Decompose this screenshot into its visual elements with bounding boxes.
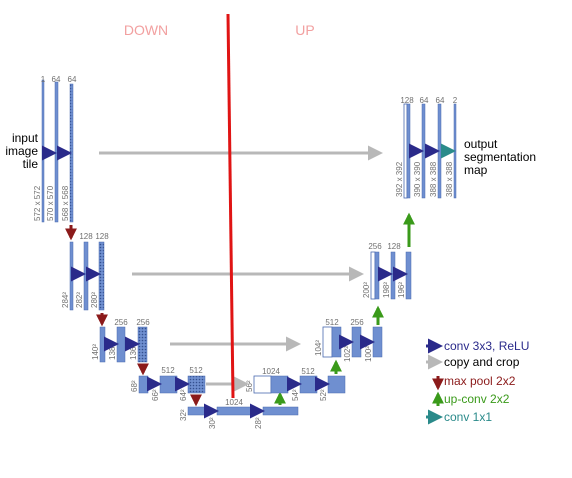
layer-copy1 xyxy=(403,103,408,199)
ch-512a: 512 xyxy=(161,366,175,375)
dim-568: 568 x 568 xyxy=(61,185,70,221)
input-line-1: input xyxy=(12,131,39,145)
heading-up: UP xyxy=(295,22,314,38)
layer-conv1a xyxy=(54,81,59,223)
ch-o64b: 64 xyxy=(436,96,445,105)
dim-572: 572 x 572 xyxy=(33,185,42,221)
dim-136: 136² xyxy=(129,344,138,360)
layer-conv5b xyxy=(262,406,299,416)
layer-conv6b xyxy=(327,375,346,394)
dim-100: 100² xyxy=(364,346,373,362)
dim-392: 392 x 392 xyxy=(395,161,404,197)
layer-conv4a xyxy=(159,375,178,394)
layer-conv9a xyxy=(421,103,426,199)
layer-conv4b xyxy=(187,375,206,394)
dim-570: 570 x 570 xyxy=(46,185,55,221)
ch-u256b: 256 xyxy=(368,242,382,251)
input-label: input image tile xyxy=(5,131,38,171)
ch-o128: 128 xyxy=(400,96,414,105)
dim-388a: 388 x 388 xyxy=(429,161,438,197)
dim-390: 390 x 390 xyxy=(413,161,422,197)
dim-200: 200² xyxy=(362,282,371,298)
layer-copy2 xyxy=(370,251,376,300)
layer-conv2a xyxy=(83,241,89,311)
layer-input xyxy=(41,79,45,223)
ch-1024a: 1024 xyxy=(225,398,243,407)
dim-284: 284² xyxy=(61,292,70,308)
legend-maxpool: max pool 2x2 xyxy=(444,374,516,388)
layer-conv7b xyxy=(372,326,383,358)
dim-56: 56² xyxy=(245,380,254,392)
layer-conv6a xyxy=(299,375,318,394)
layer-output xyxy=(453,103,457,199)
layer-conv1b xyxy=(69,83,74,223)
dim-28: 28² xyxy=(254,417,263,429)
legend-conv3x3: conv 3x3, ReLU xyxy=(444,339,529,353)
output-line-1: output xyxy=(464,137,498,151)
dim-280: 280² xyxy=(90,292,99,308)
legend-upconv: up-conv 2x2 xyxy=(444,392,510,406)
ch-o2: 2 xyxy=(453,96,458,105)
output-label: output segmentation map xyxy=(464,137,536,177)
layer-up4 xyxy=(270,375,289,394)
input-line-3: tile xyxy=(23,157,39,171)
heading-down: DOWN xyxy=(124,22,168,38)
layer-conv7a xyxy=(351,326,362,358)
layer-copy3 xyxy=(322,326,333,358)
ch-u256: 256 xyxy=(350,318,364,327)
ch-u128: 128 xyxy=(387,242,401,251)
dim-64: 64² xyxy=(179,389,188,401)
layer-pool1 xyxy=(69,241,74,311)
ch-128b: 128 xyxy=(95,232,109,241)
layer-pool2 xyxy=(99,326,106,363)
dim-66: 66² xyxy=(151,389,160,401)
output-line-3: map xyxy=(464,163,488,177)
ch-1024b: 1024 xyxy=(262,367,280,376)
dim-54: 54² xyxy=(291,389,300,401)
dim-32: 32² xyxy=(179,409,188,421)
layer-conv9b xyxy=(437,103,442,199)
layer-up1 xyxy=(406,103,411,199)
layer-conv3a xyxy=(116,326,126,363)
ch-64b: 64 xyxy=(68,75,77,84)
layer-conv3b xyxy=(137,326,148,363)
layer-pool3 xyxy=(138,375,149,394)
output-line-2: segmentation xyxy=(464,150,536,164)
dim-140: 140² xyxy=(91,344,100,360)
layer-copy4 xyxy=(253,375,272,394)
dim-52: 52² xyxy=(319,389,328,401)
layer-pool4 xyxy=(187,406,206,416)
dim-198: 198² xyxy=(382,282,391,298)
legend-copy: copy and crop xyxy=(444,355,520,369)
dim-102: 102² xyxy=(343,346,352,362)
layer-conv2b xyxy=(98,241,105,311)
ch-u512b: 512 xyxy=(325,318,339,327)
input-line-2: image xyxy=(5,144,38,158)
ch-128a: 128 xyxy=(79,232,93,241)
layer-up3 xyxy=(331,326,342,358)
dim-388b: 388 x 388 xyxy=(445,161,454,197)
dim-30: 30² xyxy=(208,417,217,429)
ch-1: 1 xyxy=(41,75,46,84)
ch-512b: 512 xyxy=(189,366,203,375)
ch-64a: 64 xyxy=(52,75,61,84)
ch-256b: 256 xyxy=(136,318,150,327)
layer-conv8a xyxy=(390,251,396,300)
layer-conv8b xyxy=(405,251,412,300)
dim-282: 282² xyxy=(75,292,84,308)
legend-conv1x1: conv 1x1 xyxy=(444,410,492,424)
layer-conv5a xyxy=(216,406,252,416)
dim-68: 68² xyxy=(130,380,139,392)
ch-o64a: 64 xyxy=(420,96,429,105)
divider-line xyxy=(226,13,235,399)
legend: conv 3x3, ReLU copy and crop max pool 2x… xyxy=(426,338,529,425)
layer-up2 xyxy=(374,251,380,300)
ch-u512: 512 xyxy=(301,367,315,376)
ch-256a: 256 xyxy=(114,318,128,327)
dim-196: 196² xyxy=(397,282,406,298)
dim-138: 138² xyxy=(108,344,117,360)
dim-104: 104² xyxy=(314,340,323,356)
